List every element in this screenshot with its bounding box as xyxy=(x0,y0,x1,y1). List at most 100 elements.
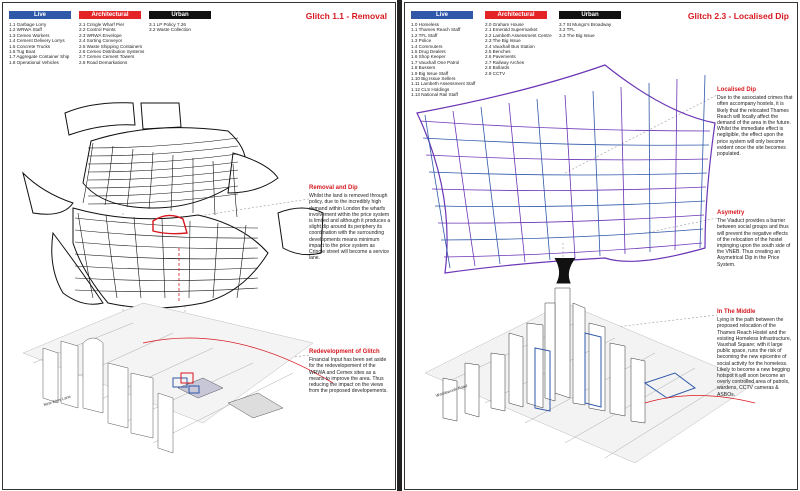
grid-line xyxy=(74,217,259,229)
note-in-the-middle: In The Middle Lying in the path between … xyxy=(717,309,793,398)
grid-line xyxy=(419,120,711,132)
grid-line xyxy=(74,241,259,249)
grid-line xyxy=(82,142,94,204)
grid-line xyxy=(212,160,216,216)
legend-item: 2.5 Benches xyxy=(485,49,511,55)
note-removal-and-dip: Removal and Dip Whilst the land is remov… xyxy=(309,185,391,261)
grid-line xyxy=(236,224,247,299)
grid-line xyxy=(87,193,239,205)
grid-line xyxy=(428,171,708,176)
legend-item: 2.7 Railway Arches xyxy=(485,59,525,65)
legend-item: 1.6 Tug Boat xyxy=(9,49,36,55)
legend-urban-list: 3.7 St Mungo's Broadway 3.2 TFL 3.3 The … xyxy=(559,22,611,38)
board-glitch-removal: Live Architectural Urban 1.1 Garbage Lor… xyxy=(2,2,396,490)
legend-live-heading: Live xyxy=(9,11,71,19)
legend-item: 1.3 Cemex Workers xyxy=(9,32,50,38)
grid-line xyxy=(87,145,239,157)
legend-live-list: 1.0 Homeless 1.1 Thames Reach Staff 1.2 … xyxy=(411,22,475,98)
legend-item: 3.7 St Mungo's Broadway xyxy=(559,22,612,27)
legend-item: 1.0 Homeless xyxy=(411,22,440,27)
grid-line xyxy=(188,220,191,299)
legend-urban-heading: Urban xyxy=(149,11,211,19)
legend-item: 1.7 Vauxhall One Patrol xyxy=(411,59,460,65)
grid-line xyxy=(87,153,239,165)
grid-line xyxy=(440,228,704,241)
grid-line xyxy=(104,145,114,206)
grid-line xyxy=(620,86,626,255)
note-heading: In The Middle xyxy=(717,309,756,315)
legend-item: 2.4 Vauxhall Bus Station xyxy=(485,43,535,49)
note-heading: Asymetry xyxy=(717,210,745,216)
legend-architectural-heading: Architectural xyxy=(79,11,141,19)
price-surface-diagram xyxy=(416,64,756,464)
legend-urban-list: 3.1 LP Policy 7.26 3.2 Waste Collection xyxy=(149,22,191,33)
grid-line xyxy=(87,177,239,189)
grid-line xyxy=(87,169,239,181)
legend-item: 2.3 WRWA Envelope xyxy=(79,32,122,38)
note-asymetry: Asymetry The Viaduct provides a barrier … xyxy=(717,210,793,268)
note-body: Financial Input has been set aside for t… xyxy=(309,357,388,395)
grid-line xyxy=(74,287,259,292)
note-body: The Viaduct provides a barrier between s… xyxy=(717,218,791,268)
note-heading: Removal and Dip xyxy=(309,185,358,191)
legend-item: 1.8 Operational Vehicles xyxy=(9,59,59,65)
grid-line xyxy=(699,74,706,249)
legend-item: 1.6 Shop Keeper xyxy=(411,54,446,60)
grid-line xyxy=(74,253,259,260)
legend-item: 2.6 Cemex Distribution Systems xyxy=(79,49,145,55)
legend-item: 1.8 Bussers xyxy=(411,65,436,71)
grid-line xyxy=(87,137,239,149)
grid-line xyxy=(648,82,651,253)
note-body: Whilst the land is removed through polic… xyxy=(309,193,391,262)
legend-item: 2.9 CCTV xyxy=(485,70,506,76)
legend-architectural-list: 2.0 Graham House 2.1 Emerald Supermarket… xyxy=(485,22,552,76)
legend-item: 3.2 TFL xyxy=(559,27,575,33)
price-surface-diagram xyxy=(22,102,334,454)
legend-item: 3.2 Waste Collection xyxy=(149,27,191,33)
grid-line xyxy=(126,148,134,208)
legend-item: 1.11 Lambeth Assessment Staff xyxy=(411,81,476,87)
grid-line xyxy=(434,200,706,208)
legend-item: 1.5 Concrete Trucks xyxy=(9,43,51,49)
board-glitch-localised-dip: Live Architectural Urban 1.0 Homeless 1.… xyxy=(404,2,798,490)
legend-item: 2.2 Lambeth Assessment Centre xyxy=(485,32,552,38)
legend-item: 1.2 WRWA Staff xyxy=(9,27,42,33)
note-heading: Redevelopment of Glitch xyxy=(309,349,380,355)
legend-item: 3.1 LP Policy 7.26 xyxy=(149,22,186,27)
legend-item: 1.1 Garbage Lorry xyxy=(9,22,47,27)
board-title: Glitch 2.3 - Localised Dip xyxy=(687,11,789,21)
legend-item: 2.6 Pavements xyxy=(485,54,516,60)
note-localised-dip: Localised Dip Due to the associated crim… xyxy=(717,87,793,157)
legend-item: 3.3 The Big Issue xyxy=(559,32,595,38)
legend-item: 1.9 Big Issue Staff xyxy=(411,70,449,76)
grid-line xyxy=(536,98,551,261)
legend-item: 2.1 Emerald Supermarket xyxy=(485,27,538,33)
legend-architectural-heading: Architectural xyxy=(485,11,547,19)
note-body: Due to the associated crimes that often … xyxy=(717,95,793,158)
legend-item: 1.7 Aggregate Container Ship xyxy=(9,54,70,60)
grid-line xyxy=(452,110,476,267)
legend-item: 2.4 Sorting Conveyor xyxy=(79,38,123,44)
note-body: Lying in the path between the proposed r… xyxy=(717,317,792,398)
legend-item: 2.0 Graham House xyxy=(485,22,524,27)
note-heading: Localised Dip xyxy=(717,87,757,93)
legend-item: 1.2 TFL Staff xyxy=(411,32,438,38)
legend-item: 2.8 Road Demarkations xyxy=(79,59,128,65)
grid-line xyxy=(508,102,526,263)
legend-item: 2.1 Cringle Wharf Pier xyxy=(79,22,125,27)
board-title: Glitch 1.1 - Removal xyxy=(305,11,387,21)
grid-line xyxy=(105,214,118,299)
legend-architectural-list: 2.1 Cringle Wharf Pier 2.2 Control Point… xyxy=(79,22,144,65)
legend-item: 1.5 Drug Dealers xyxy=(411,49,446,55)
legend-item: 2.8 Bollards xyxy=(485,65,510,71)
grid-line xyxy=(480,106,501,265)
grid-line xyxy=(422,137,710,146)
legend-item: 1.12 CLS Holdings xyxy=(411,86,450,92)
legend-item: 2.5 Waste Shipping Containers xyxy=(79,43,143,49)
legend-item: 2.2 Control Points xyxy=(79,27,116,33)
grid-line xyxy=(443,242,703,258)
grid-line xyxy=(74,265,259,270)
legend-item: 1.13 National Rail Staff xyxy=(411,92,458,98)
legend-item: 1.4 Cement Delivery Lorrys xyxy=(9,38,65,44)
grid-line xyxy=(674,78,678,251)
